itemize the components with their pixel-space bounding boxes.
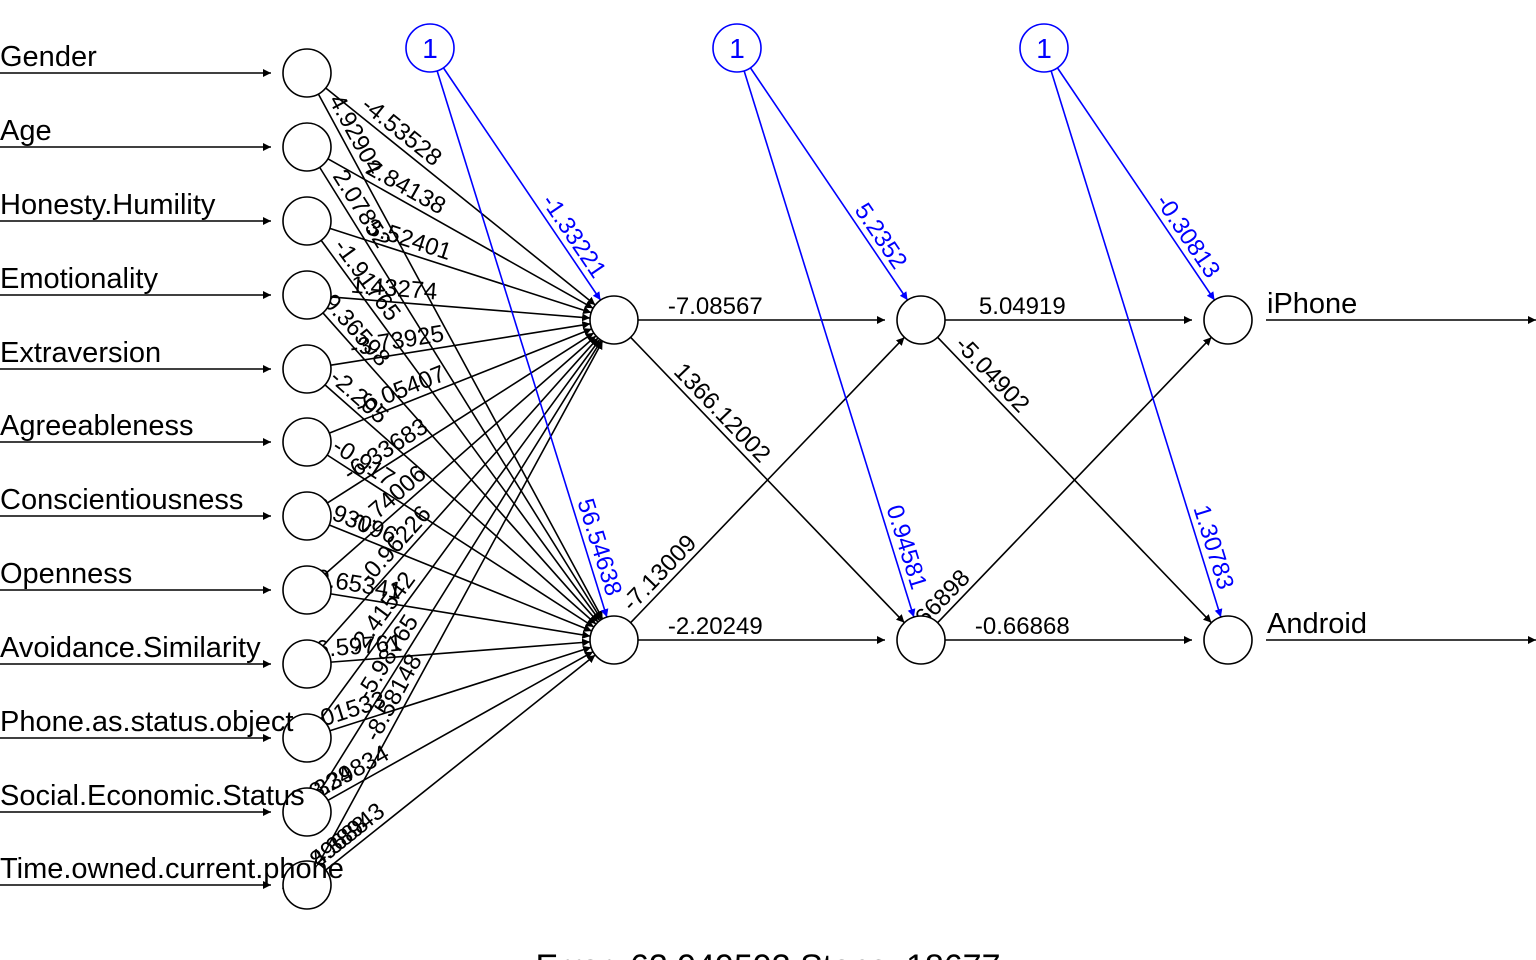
edge-input5-to-h1-1 bbox=[330, 321, 591, 367]
input-node-gender bbox=[282, 48, 332, 98]
input-node-openness bbox=[282, 565, 332, 615]
weight-h2-1-iphone: 5.04919 bbox=[979, 293, 1066, 320]
edge-h1-2-to-h2-1 bbox=[630, 336, 905, 624]
edge-input3-to-h1-2 bbox=[320, 239, 601, 622]
output-node-iphone bbox=[1203, 295, 1253, 345]
edge-input7-to-h1-1 bbox=[326, 332, 595, 504]
input-node-avoidance-similarity bbox=[282, 639, 332, 689]
output-node-android bbox=[1203, 615, 1253, 665]
weight-h1-1-h2-2: 1366.12002 bbox=[668, 358, 775, 468]
bias-edge-layer1-to-2 bbox=[436, 70, 609, 618]
input-label-honesty-humility: Honesty.Humility bbox=[0, 189, 216, 221]
edge-input12-to-h1-1 bbox=[317, 340, 604, 865]
input-label-gender: Gender bbox=[0, 41, 97, 73]
bias-weight-layer2-2: 0.94581 bbox=[881, 502, 933, 593]
bias-weight-layer1-2: 56.54638 bbox=[572, 495, 628, 599]
bias-weight-layer3-1: -0.30813 bbox=[1150, 189, 1225, 283]
edge-input2-to-h1-2 bbox=[319, 166, 602, 621]
input-label-openness: Openness bbox=[0, 558, 132, 590]
input-node-agreeableness bbox=[282, 417, 332, 467]
bias-node-label-1: 1 bbox=[422, 33, 438, 64]
edge-input6-to-h1-2 bbox=[326, 454, 595, 628]
edge-input12-to-h1-2 bbox=[325, 654, 596, 871]
input-node-phone-as-status-object bbox=[282, 713, 332, 763]
input-label-time-owned-current-phone: Time.owned.current.phone bbox=[0, 853, 344, 885]
input-node-time-owned-current-phone bbox=[282, 860, 332, 910]
bias-weight-layer2-1: 5.2352 bbox=[849, 198, 912, 274]
edge-input8-to-h1-2 bbox=[330, 593, 591, 639]
input-node-age bbox=[282, 122, 332, 172]
input-label-social-economic-status: Social.Economic.Status bbox=[0, 780, 305, 812]
edge-input10-to-h1-2 bbox=[329, 645, 592, 732]
input-label-avoidance-similarity: Avoidance.Similarity bbox=[0, 632, 261, 664]
input-label-agreeableness: Agreeableness bbox=[0, 410, 193, 442]
bias-edge-layer3-to-2 bbox=[1050, 70, 1223, 618]
edge-input1-to-h1-1 bbox=[325, 87, 596, 306]
weight-h2-2-android: -0.66868 bbox=[975, 613, 1070, 640]
edge-input9-to-h1-2 bbox=[330, 638, 591, 663]
hidden2-node-2 bbox=[896, 615, 946, 665]
weight-h1-2-h2-1: -7.13009 bbox=[617, 530, 702, 617]
error-steps-footer: Error: 62.949593 Steps: 18677 bbox=[536, 948, 1001, 960]
edge-input3-to-h1-1 bbox=[329, 227, 592, 314]
bias-weight-layer1-1: -1.33221 bbox=[536, 189, 611, 283]
edge-input4-to-h1-2 bbox=[322, 312, 599, 623]
node-label-layer: GenderAgeHonesty.HumilityEmotionalityExt… bbox=[0, 33, 1367, 885]
input-label-phone-as-status-object: Phone.as.status.object bbox=[0, 706, 293, 738]
bias-node-label-3: 1 bbox=[1036, 33, 1052, 64]
bias-edge-layer2-to-1 bbox=[749, 67, 909, 301]
bias-node-label-2: 1 bbox=[729, 33, 745, 64]
input-label-emotionality: Emotionality bbox=[0, 263, 158, 295]
output-label-android: Android bbox=[1267, 608, 1367, 640]
edge-input11-to-h1-2 bbox=[327, 651, 594, 801]
input-node-social-economic-status bbox=[282, 787, 332, 837]
input-label-extraversion: Extraversion bbox=[0, 337, 161, 369]
edge-input6-to-h1-1 bbox=[329, 328, 592, 434]
edge-input5-to-h1-2 bbox=[324, 384, 597, 625]
edge-input9-to-h1-1 bbox=[322, 337, 599, 647]
edge-input11-to-h1-1 bbox=[319, 339, 602, 793]
bias-weight-layer3-2: 1.30783 bbox=[1188, 502, 1240, 593]
input-label-conscientiousness: Conscientiousness bbox=[0, 484, 243, 516]
edge-input4-to-h1-1 bbox=[330, 296, 591, 322]
weight-h1-2-h2-2: -2.20249 bbox=[668, 613, 763, 640]
hidden1-node-2 bbox=[589, 615, 639, 665]
input-label-age: Age bbox=[0, 115, 52, 147]
input-node-extraversion bbox=[282, 344, 332, 394]
input-node-conscientiousness bbox=[282, 491, 332, 541]
bias-edge-layer3-to-1 bbox=[1056, 67, 1216, 301]
bias-edge-layer1-to-1 bbox=[442, 67, 602, 301]
output-label-iphone: iPhone bbox=[1267, 288, 1357, 320]
bias-node-3 bbox=[1019, 23, 1069, 73]
edge-input2-to-h1-1 bbox=[327, 158, 594, 309]
edge-input7-to-h1-2 bbox=[328, 524, 593, 632]
edge-input10-to-h1-1 bbox=[320, 338, 601, 720]
hidden2-node-1 bbox=[896, 295, 946, 345]
edge-input1-to-h1-2 bbox=[317, 93, 604, 620]
edge-h2-2-to-iphone bbox=[937, 336, 1212, 624]
edge-layer bbox=[0, 67, 1536, 889]
edge-input8-to-h1-1 bbox=[324, 335, 597, 575]
bias-node-2 bbox=[712, 23, 762, 73]
hidden1-node-1 bbox=[589, 295, 639, 345]
node-layer bbox=[282, 23, 1253, 910]
bias-node-1 bbox=[405, 23, 455, 73]
input-node-emotionality bbox=[282, 270, 332, 320]
weight-h1-1-h2-1: -7.08567 bbox=[668, 293, 763, 320]
bias-edge-layer2-to-2 bbox=[743, 70, 916, 618]
input-node-honesty-humility bbox=[282, 196, 332, 246]
weight-h2-1-android: -5.04902 bbox=[950, 331, 1035, 418]
